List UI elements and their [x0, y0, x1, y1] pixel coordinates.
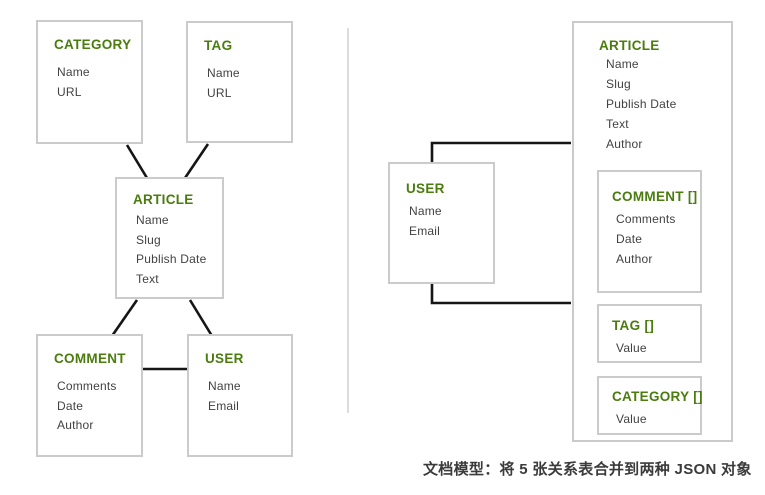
edge-article-comment — [110, 299, 139, 337]
table-category-field: URL — [57, 84, 82, 99]
nested-comment-field: Author — [616, 252, 653, 266]
table-article-field: Name — [136, 213, 169, 227]
document-user-field: Name — [409, 204, 442, 218]
edge-category-article — [125, 144, 149, 179]
document-article-title: ARTICLE — [599, 38, 660, 53]
table-user-title: USER — [205, 351, 244, 366]
table-tag-title: TAG — [204, 38, 233, 53]
nested-category-field: Value — [616, 412, 647, 426]
document-user-field: Email — [409, 223, 441, 238]
table-tag-field: URL — [207, 85, 232, 100]
document-article-field: Author — [606, 137, 643, 151]
table-user-field: Name — [208, 379, 241, 393]
table-category-title: CATEGORY — [54, 37, 132, 52]
nested-comment-field: Date — [616, 232, 643, 246]
table-user: USER Name Email — [187, 334, 293, 457]
table-comment: COMMENT Comments Date Author — [36, 334, 143, 457]
nested-tag-array: TAG [] Value — [597, 304, 702, 363]
table-comment-title: COMMENT — [54, 351, 126, 366]
table-article-title: ARTICLE — [133, 192, 194, 207]
table-comment-field: Comments — [57, 379, 117, 393]
edge-article-user — [188, 299, 214, 337]
nested-comment-title: COMMENT [] — [612, 189, 698, 204]
document-user-title: USER — [406, 181, 445, 196]
table-tag-field: Name — [207, 66, 240, 80]
document-article-field: Publish Date — [606, 97, 677, 111]
document-article-field: Slug — [606, 77, 631, 91]
nested-tag-field: Value — [616, 341, 647, 355]
table-comment-field: Date — [57, 398, 84, 413]
nested-category-array: CATEGORY [] Value — [597, 376, 703, 435]
document-article: ARTICLE Name Slug Publish Date Text Auth… — [572, 21, 733, 442]
table-tag: TAG Name URL — [186, 21, 293, 143]
table-article-field: Slug — [136, 232, 161, 247]
table-article-field: Text — [136, 271, 159, 286]
nested-category-title: CATEGORY [] — [612, 389, 703, 404]
document-article-field: Name — [606, 57, 639, 71]
table-article: ARTICLE Name Slug Publish Date Text — [115, 177, 224, 299]
table-category-field: Name — [57, 65, 90, 79]
table-comment-field: Author — [57, 418, 94, 432]
panel-divider — [347, 28, 349, 413]
nested-tag-title: TAG [] — [612, 318, 655, 333]
table-category: CATEGORY Name URL — [36, 20, 143, 144]
nested-comment-array: COMMENT [] Comments Date Author — [597, 170, 702, 293]
document-user: USER Name Email — [388, 162, 495, 284]
figure-caption: 文档模型：将 5 张关系表合并到两种 JSON 对象 — [423, 461, 752, 478]
edge-user-article-top — [430, 141, 571, 162]
table-user-field: Email — [208, 398, 240, 413]
nested-comment-field: Comments — [616, 212, 676, 226]
table-article-field: Publish Date — [136, 252, 207, 266]
edge-user-article-bottom — [430, 284, 571, 305]
edge-tag-article — [183, 143, 210, 179]
document-article-field: Text — [606, 117, 629, 131]
